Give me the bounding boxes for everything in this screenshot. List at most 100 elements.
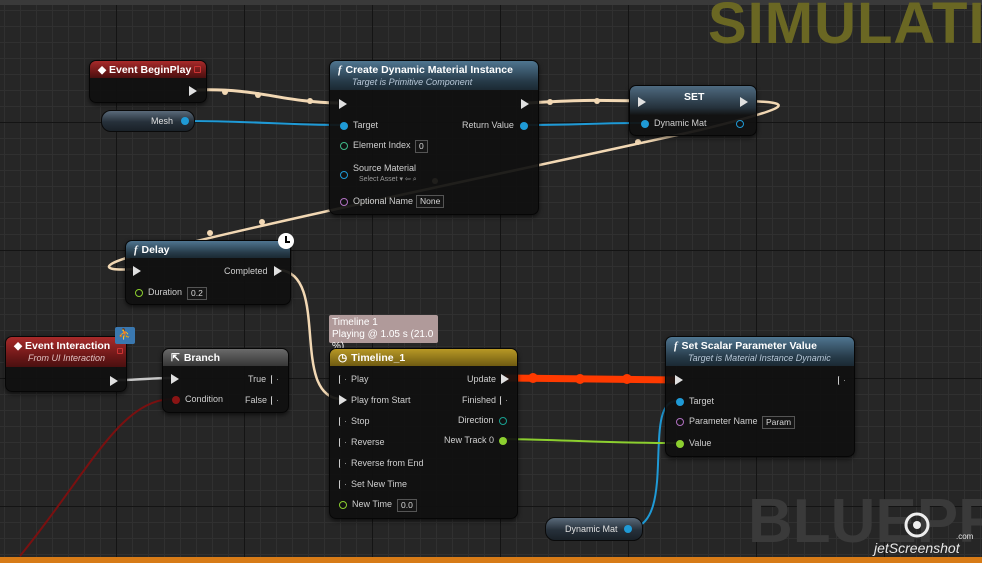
finished-out-pin[interactable] — [500, 396, 507, 405]
optional-name-input[interactable]: None — [416, 195, 445, 208]
false-out-pin[interactable] — [271, 396, 278, 405]
function-icon: f — [674, 341, 678, 352]
update-label: Update — [467, 374, 497, 384]
return-value-label: Return Value — [462, 120, 514, 130]
exec-out-pin[interactable] — [838, 376, 845, 385]
source-material-label: Source Material — [353, 163, 417, 173]
jetscreenshot-logo-icon — [904, 512, 930, 538]
direction-label: Direction — [458, 415, 494, 425]
event-interaction-title: Event Interaction — [25, 340, 111, 352]
play-pin[interactable] — [339, 375, 346, 384]
target-pin[interactable] — [340, 122, 348, 130]
parameter-name-label: Parameter Name — [689, 416, 758, 426]
event-interaction-node[interactable]: ◆ Event Interaction From UI Interaction — [5, 336, 127, 392]
simulating-watermark: SIMULATIN — [708, 0, 982, 56]
target-label: Target — [353, 120, 379, 130]
wire-return-to-dynamicmat — [520, 122, 645, 126]
branch-node[interactable]: ⇱Branch True Condition False — [162, 348, 289, 413]
create-dmi-title: Create Dynamic Material Instance — [345, 64, 514, 76]
duration-input[interactable]: 0.2 — [187, 287, 207, 300]
return-value-pin[interactable] — [520, 122, 528, 130]
wire-beginplay-to-create — [196, 88, 339, 105]
reverse-pin[interactable] — [339, 438, 346, 447]
dynamic-mat-out-pin[interactable] — [736, 120, 744, 128]
parameter-name-pin[interactable] — [676, 418, 684, 426]
condition-label: Condition — [185, 394, 224, 404]
dynamic-mat-variable-node[interactable]: Dynamic Mat — [545, 517, 643, 541]
new-time-label: New Time — [352, 499, 393, 509]
new-time-pin[interactable] — [339, 501, 347, 509]
play-from-start-pin[interactable] — [339, 395, 347, 405]
condition-pin[interactable] — [172, 396, 180, 404]
direction-out-pin[interactable] — [499, 417, 507, 425]
exec-out-pin[interactable] — [189, 86, 197, 96]
set-scalar-title: Set Scalar Parameter Value — [681, 340, 817, 352]
function-icon: f — [338, 65, 342, 76]
timeline-status-tag: Timeline 1 Playing @ 1.05 s (21.0 %) — [329, 315, 438, 352]
set-title: SET — [684, 91, 705, 103]
mesh-out-pin[interactable] — [181, 117, 189, 125]
true-out-pin[interactable] — [271, 375, 278, 384]
event-beginplay-node[interactable]: ◆ Event BeginPlay — [89, 60, 207, 103]
brand-watermark: jetScreenshot — [874, 540, 960, 556]
timeline-title: Timeline_1 — [351, 352, 406, 364]
exec-in-pin[interactable] — [133, 266, 141, 276]
clock-icon — [278, 233, 294, 249]
exec-in-pin[interactable] — [171, 374, 179, 384]
set-new-time-pin[interactable] — [339, 480, 346, 489]
set-variable-node[interactable]: SET Dynamic Mat — [629, 85, 757, 136]
top-toolbar-edge — [0, 0, 982, 5]
parameter-name-input[interactable]: Param — [762, 416, 796, 429]
delegate-pin[interactable] — [117, 348, 123, 354]
exec-in-pin[interactable] — [675, 375, 683, 385]
reverse-from-end-pin[interactable] — [339, 459, 346, 468]
timeline-icon: ◷ — [338, 352, 348, 364]
value-label: Value — [689, 438, 712, 448]
optional-name-pin[interactable] — [340, 198, 348, 206]
timeline-node[interactable]: ◷Timeline_1 Play Update Play from Start … — [329, 348, 518, 519]
reverse-label: Reverse — [351, 437, 385, 447]
wire-newtrack-to-value — [502, 438, 678, 444]
delegate-pin[interactable] — [194, 66, 201, 73]
wire-create-to-set — [526, 98, 638, 105]
dynamic-mat-in-pin[interactable] — [641, 120, 649, 128]
play-label: Play — [351, 374, 369, 384]
mesh-variable-node[interactable]: Mesh — [101, 110, 195, 132]
update-out-pin[interactable] — [501, 374, 509, 384]
dynamic-mat-out-pin[interactable] — [624, 525, 632, 533]
exec-out-pin[interactable] — [521, 99, 529, 109]
duration-label: Duration — [148, 287, 183, 297]
create-dmi-subtitle: Target is Primitive Component — [352, 77, 473, 87]
new-time-input[interactable]: 0.0 — [397, 499, 417, 512]
completed-out-pin[interactable] — [274, 266, 282, 276]
exec-out-pin[interactable] — [110, 376, 118, 386]
select-asset-dropdown[interactable]: Select Asset ▾ ⇦ ⌕ — [359, 176, 417, 183]
wire-condition — [19, 398, 173, 557]
brand-com: .com — [956, 532, 974, 541]
element-index-label: Element Index — [353, 140, 411, 150]
element-index-input[interactable]: 0 — [415, 140, 428, 153]
value-pin[interactable] — [676, 440, 684, 448]
network-replication-icon: ⛹ — [115, 327, 135, 344]
duration-pin[interactable] — [135, 289, 143, 297]
stop-pin[interactable] — [339, 417, 346, 426]
element-index-pin[interactable] — [340, 142, 348, 150]
set-scalar-subtitle: Target is Material Instance Dynamic — [688, 353, 831, 363]
exec-out-pin[interactable] — [740, 97, 748, 107]
event-beginplay-title: Event BeginPlay — [109, 64, 192, 76]
wire-mesh-to-target — [181, 120, 343, 126]
new-track-out-pin[interactable] — [499, 437, 507, 445]
mesh-variable-label: Mesh — [151, 116, 174, 126]
exec-in-pin[interactable] — [638, 97, 646, 107]
branch-title: Branch — [183, 352, 220, 364]
exec-in-pin[interactable] — [339, 99, 347, 109]
target-pin[interactable] — [676, 398, 684, 406]
source-material-pin[interactable] — [340, 171, 348, 179]
blueprint-watermark: BLUEPRI — [748, 487, 982, 556]
true-label: True — [248, 374, 267, 384]
stop-label: Stop — [351, 416, 370, 426]
